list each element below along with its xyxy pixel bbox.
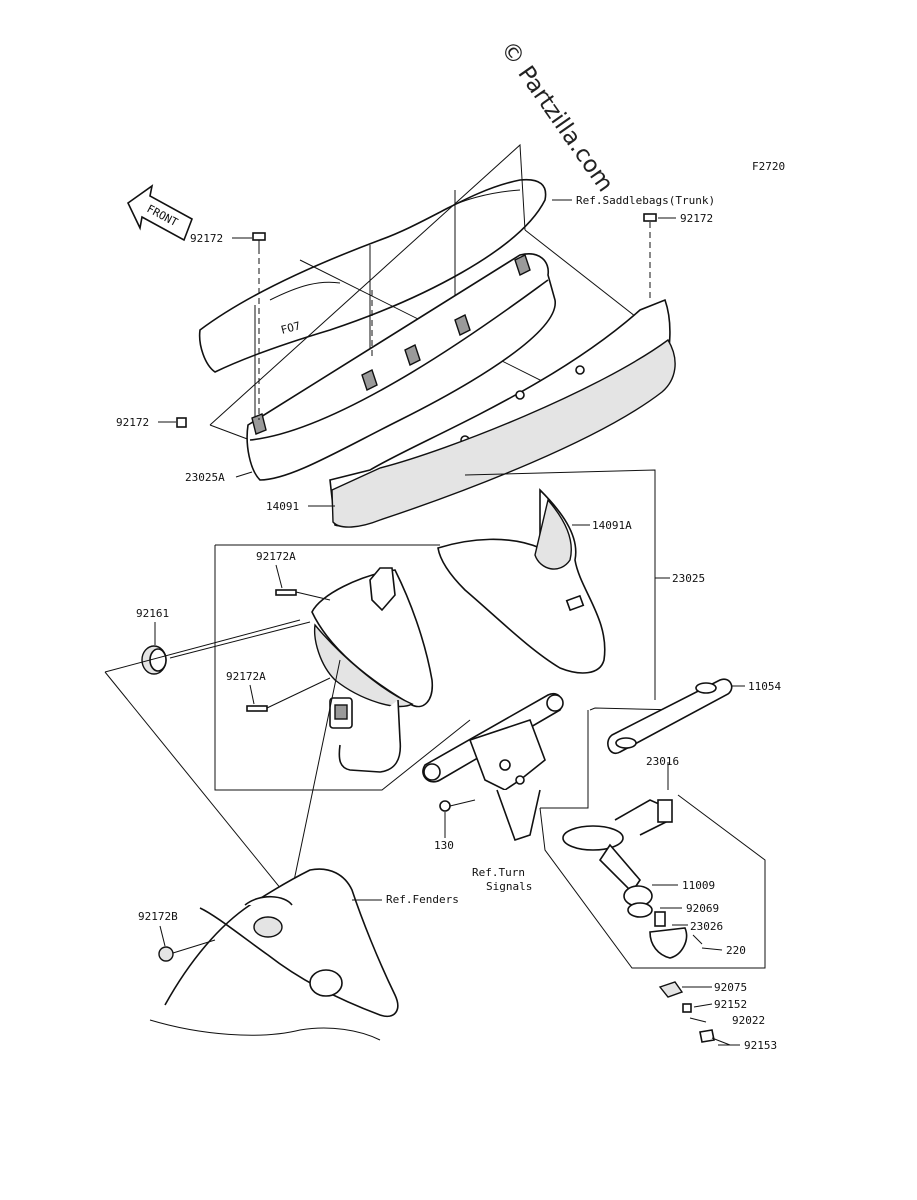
cover-14091A xyxy=(437,488,606,674)
part-92172B: 92172B xyxy=(138,910,178,923)
bracket-11054 xyxy=(607,678,745,755)
tail-light-housing xyxy=(311,567,434,773)
part-23026: 23026 xyxy=(690,920,723,933)
screw-92172A-bottom xyxy=(246,677,331,712)
leader-fender-left xyxy=(104,671,291,901)
part-92152: 92152 xyxy=(714,998,747,1011)
watermark: © Partzilla.com xyxy=(495,37,618,197)
part-23016: 23016 xyxy=(646,755,679,768)
part-11054: 11054 xyxy=(748,680,781,693)
svg-text:FO7: FO7 xyxy=(279,319,302,337)
part-92075: 92075 xyxy=(714,981,747,994)
screw-92172-left xyxy=(252,232,266,248)
license-lamp xyxy=(562,799,703,959)
screw-92172A-top xyxy=(275,589,331,601)
bolt-130 xyxy=(439,799,476,812)
part-14091: 14091 xyxy=(266,500,299,513)
leader-92172B xyxy=(159,925,166,947)
cover-14091 xyxy=(331,338,676,528)
part-92172-left: 92172 xyxy=(190,232,223,245)
part-130: 130 xyxy=(434,839,454,852)
leader-92172A-bottom xyxy=(249,684,255,705)
part-92172-mid: 92172 xyxy=(116,416,149,429)
screw-92172-mid xyxy=(176,417,187,428)
grommet-92172B xyxy=(158,939,216,962)
part-23025: 23025 xyxy=(672,572,705,585)
front-arrow-icon: FRONT xyxy=(126,184,193,242)
part-92172-top-right: 92172 xyxy=(680,212,713,225)
part-23025A: 23025A xyxy=(185,471,225,484)
ref-turn-label-2: Signals xyxy=(486,880,532,893)
part-92153: 92153 xyxy=(744,1039,777,1052)
ref-fenders-label: Ref.Fenders xyxy=(386,893,459,906)
part-92161: 92161 xyxy=(136,607,169,620)
ref-saddlebags-label: Ref.Saddlebags(Trunk) xyxy=(576,194,715,207)
part-92069: 92069 xyxy=(686,902,719,915)
part-92022: 92022 xyxy=(732,1014,765,1027)
part-220: 220 xyxy=(726,944,746,957)
tail-light-box xyxy=(214,469,670,791)
leader-92161 xyxy=(104,619,301,673)
license-light-box xyxy=(539,707,766,969)
part-92172A-top: 92172A xyxy=(256,550,296,563)
label-leaders xyxy=(158,199,740,1046)
ref-turn-label-1: Ref.Turn xyxy=(472,866,525,879)
small-parts-stack xyxy=(658,981,731,1046)
leader-92172A-top xyxy=(275,564,283,589)
part-14091A: 14091A xyxy=(592,519,632,532)
saddlebag-trunk-ref: FO7 xyxy=(198,178,547,373)
license-bracket xyxy=(422,692,564,842)
part-92172A-bottom: 92172A xyxy=(226,670,266,683)
screw-92172-right xyxy=(643,213,657,300)
grommet-92161 xyxy=(141,621,311,675)
leader-fender-right xyxy=(289,659,341,901)
part-11009: 11009 xyxy=(682,879,715,892)
figure-id: F2720 xyxy=(752,160,785,173)
rear-fender-ref xyxy=(149,868,399,1041)
